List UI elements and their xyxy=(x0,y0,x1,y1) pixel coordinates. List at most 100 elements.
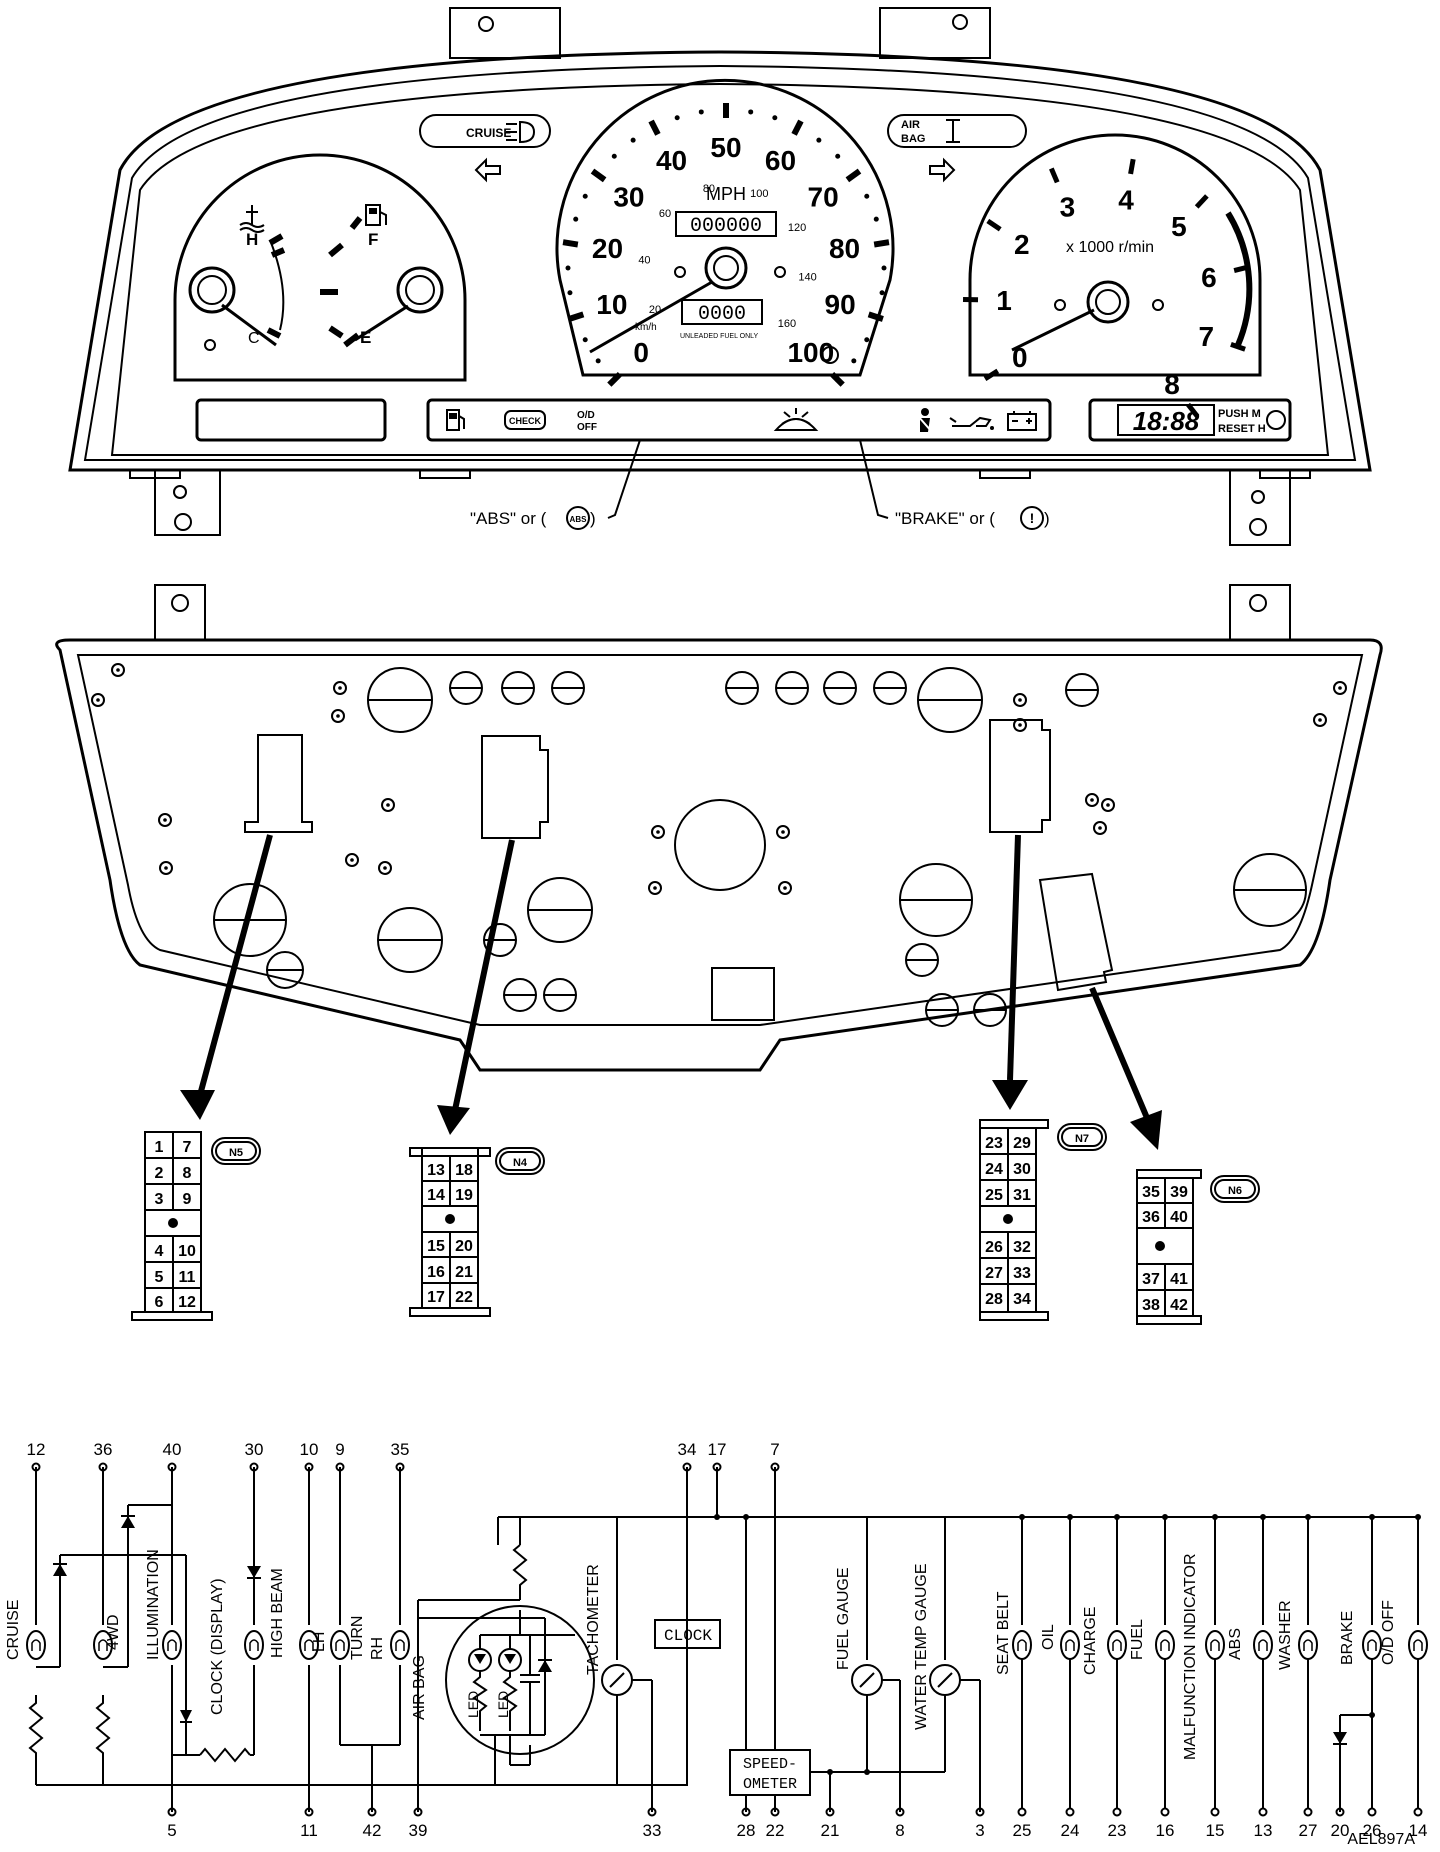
speed-minor-tick xyxy=(748,109,754,115)
pin-label: 42 xyxy=(1170,1297,1188,1314)
connector-tag-inner xyxy=(215,1141,257,1161)
n6-pointer xyxy=(1089,986,1153,1127)
pin-label: 34 xyxy=(1013,1291,1031,1308)
connector-n6: 35 39 36 40 37 41 38 42 N6 xyxy=(1136,1169,1260,1325)
speed-minor-tick xyxy=(835,153,841,159)
pin-label: 15 xyxy=(427,1238,445,1255)
speed-major-tick xyxy=(648,119,661,136)
trip-reset-knob xyxy=(821,346,839,364)
figure-id: AEL897A xyxy=(1347,1831,1415,1848)
connector-tag-inner xyxy=(499,1151,541,1171)
speed-label: 0 xyxy=(633,337,649,368)
pin-label: 23 xyxy=(985,1135,1003,1152)
brake-symbol-icon xyxy=(1020,506,1044,530)
pin-number: 36 xyxy=(94,1440,113,1459)
pin-terminal xyxy=(1160,1807,1170,1817)
connector-pin-layouts: 1 7 2 8 3 9 4 10 5 11 6 12 N5 xyxy=(131,1119,1260,1325)
clock-display-bezel xyxy=(1088,398,1292,442)
meter-needle xyxy=(859,1672,875,1688)
tach-major-tick xyxy=(1186,402,1200,418)
pin-number: 39 xyxy=(409,1821,428,1840)
speed-label: 40 xyxy=(656,145,687,176)
fuel-bulb-icon xyxy=(1155,1630,1175,1660)
speed-minor-tick xyxy=(567,290,573,296)
speed-minor-tick xyxy=(595,358,601,364)
temp-cold-label: C xyxy=(248,330,260,347)
bulb-sockets xyxy=(91,663,1347,1027)
speed-minor-tick xyxy=(864,193,870,199)
pin-label: 22 xyxy=(455,1289,473,1306)
turn-left-arrow-icon xyxy=(474,157,501,183)
pin-label: 41 xyxy=(1170,1271,1188,1288)
pin-number: 13 xyxy=(1254,1821,1273,1840)
pin-label: 11 xyxy=(179,1269,196,1286)
illumination-label: ILLUMINATION xyxy=(145,1549,162,1660)
pin-number: 15 xyxy=(1206,1821,1225,1840)
speedometer-needle xyxy=(589,280,713,354)
cruise-diode xyxy=(53,1564,67,1576)
screw-hole-center xyxy=(163,818,167,822)
pin-label: 18 xyxy=(455,1162,473,1179)
bottom-mount-tab-right xyxy=(1229,470,1291,546)
high-beam-label: HIGH BEAM xyxy=(269,1568,286,1658)
clock-push-m-label: PUSH M xyxy=(1218,408,1261,420)
screw-hole xyxy=(1093,821,1107,835)
clock-adjust-knob xyxy=(1266,410,1286,430)
speed-label: 10 xyxy=(596,289,627,320)
screw-hole-center xyxy=(383,866,387,870)
connector-latch xyxy=(979,1311,1049,1321)
screw-hole-center xyxy=(336,714,340,718)
turn-lh-bulb-icon xyxy=(330,1630,350,1660)
kmh-label: 40 xyxy=(638,254,650,266)
mph-label: MPH xyxy=(706,184,746,204)
bulb-filament xyxy=(304,1639,314,1651)
connector-n5-label: N5 xyxy=(229,1147,243,1159)
pin-number: 20 xyxy=(1331,1821,1350,1840)
speed-label: 30 xyxy=(613,181,644,212)
n5-pointer xyxy=(197,834,273,1096)
charge-bulb-icon xyxy=(1107,1630,1127,1660)
clock-diode xyxy=(180,1710,192,1722)
abs-symbol-label: ABS xyxy=(570,515,588,524)
pin-number: 21 xyxy=(821,1821,840,1840)
bulb-filament xyxy=(1413,1639,1423,1651)
speed-minor-tick xyxy=(630,137,636,143)
junction-dot xyxy=(1114,1514,1120,1520)
fourwd-resistor xyxy=(95,1695,111,1763)
resistor xyxy=(472,1671,488,1731)
tab-hole xyxy=(173,485,187,499)
screw-hole-center xyxy=(1338,686,1342,690)
tach-label: 1 xyxy=(996,285,1012,316)
screw-hole xyxy=(1013,693,1027,707)
pin-label: 29 xyxy=(1013,1135,1031,1152)
cluster-face xyxy=(110,82,1330,456)
pin-label: 31 xyxy=(1013,1187,1031,1204)
screw-hole-center xyxy=(1018,698,1022,702)
pin-number: 27 xyxy=(1299,1821,1318,1840)
fuel-full-label: F xyxy=(368,230,378,249)
pin-label: 19 xyxy=(455,1187,473,1204)
kmh-label: 140 xyxy=(798,272,816,284)
n6-socket xyxy=(1038,872,1114,992)
tachometer-pod xyxy=(968,133,1262,377)
screw-hole-center xyxy=(1098,826,1102,830)
bulb-filament xyxy=(1258,1639,1268,1651)
tach-major-tick xyxy=(1230,341,1246,352)
bulb-filament xyxy=(1065,1639,1075,1651)
n7-socket xyxy=(989,719,1051,833)
headlamp-icon xyxy=(506,120,536,144)
screw-hole xyxy=(778,881,792,895)
top-mount-tab-left xyxy=(449,7,561,59)
speedometer-label-1: SPEED- xyxy=(743,1756,797,1773)
temp-needle xyxy=(221,303,277,347)
resistor xyxy=(502,1671,518,1731)
speed-minor-tick xyxy=(582,193,588,199)
n7-pointer xyxy=(1007,834,1021,1081)
abs-callout-leader xyxy=(607,439,641,519)
connector-tag-inner xyxy=(1214,1179,1256,1199)
cluster-housing-outer xyxy=(68,50,1372,472)
odometer-value: 000000 xyxy=(690,215,762,238)
